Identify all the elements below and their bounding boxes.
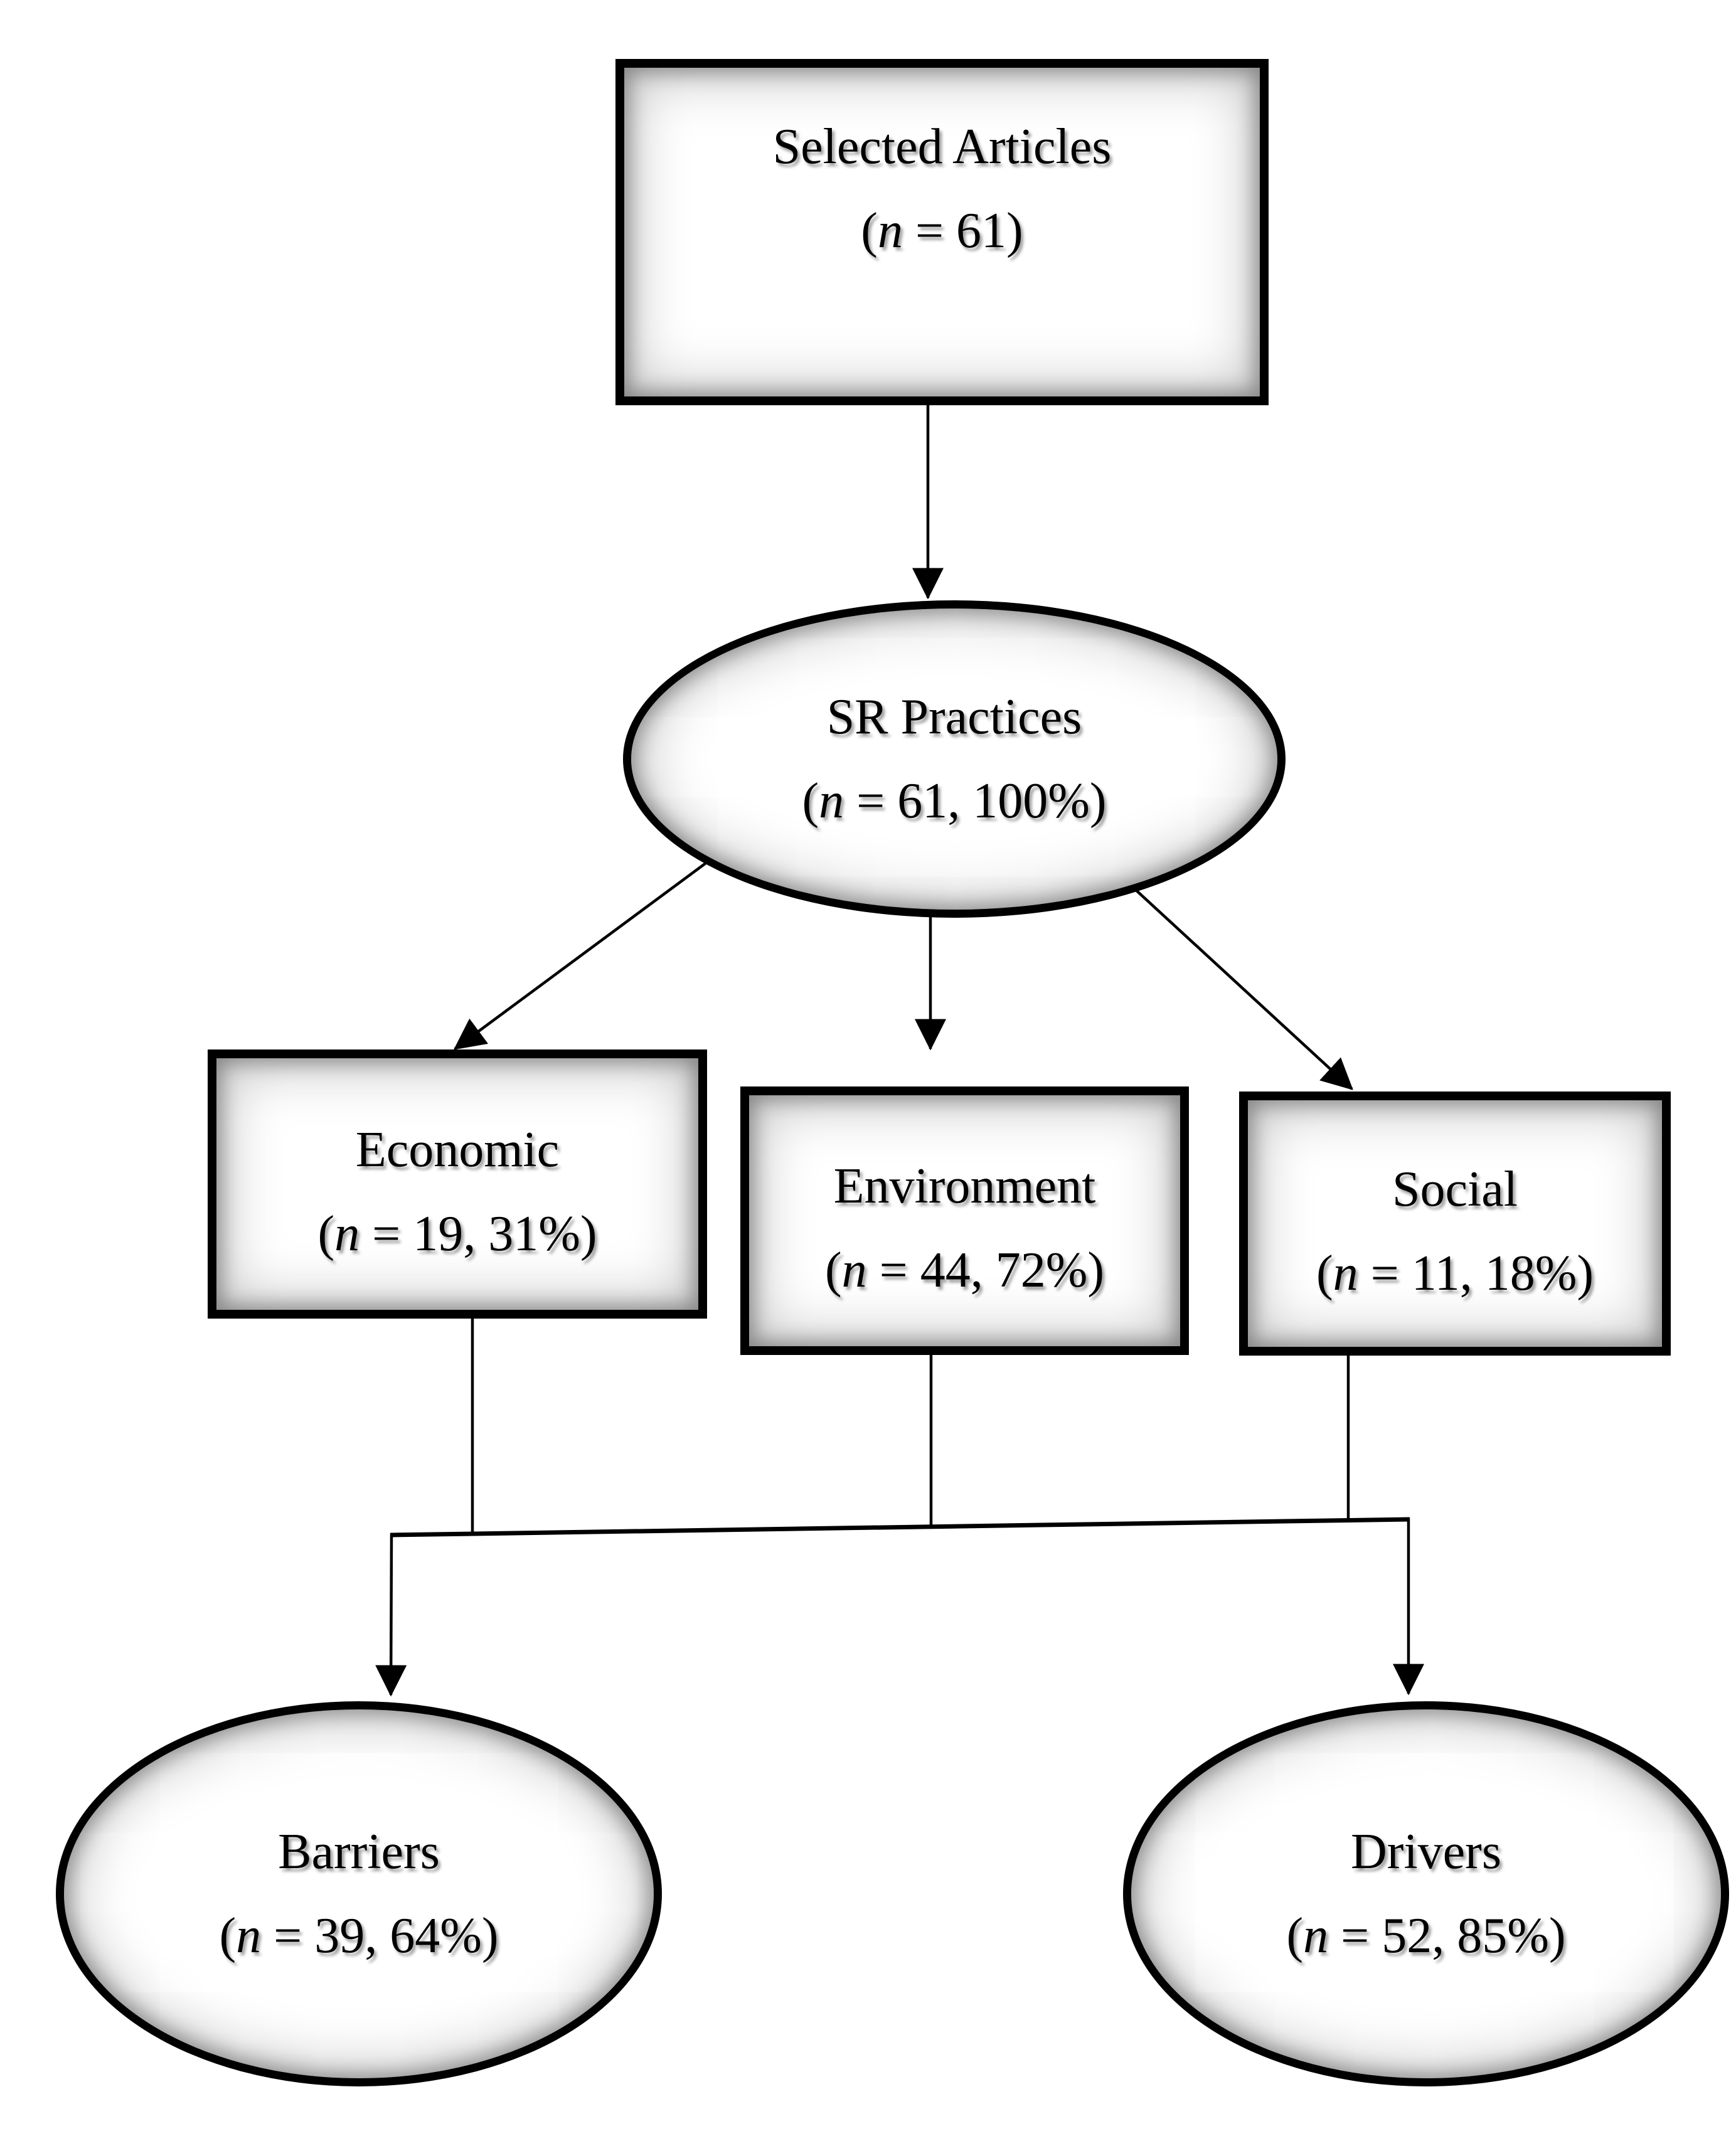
node-label: Social [1392,1161,1518,1217]
n-symbol: n [819,773,844,829]
node-count: (n = 19, 31%) [317,1206,597,1262]
node-count: (n = 61) [861,203,1023,258]
n-symbol: n [877,203,903,258]
drivers-node: Drivers (n = 52, 85%) [1123,1701,1729,2086]
environment-node: Environment (n = 44, 72%) [740,1086,1189,1355]
node-count: (n = 11, 18%) [1316,1245,1594,1301]
node-count: (n = 52, 85%) [1286,1908,1566,1963]
sr-practices-node: SR Practices (n = 61, 100%) [623,600,1286,918]
social-node: Social (n = 11, 18%) [1239,1092,1671,1356]
arrow-sr-to-social-icon [1122,877,1353,1090]
node-count: (n = 39, 64%) [219,1908,499,1963]
n-symbol: n [1333,1245,1358,1301]
node-label: Drivers [1351,1824,1501,1879]
node-count: (n = 44, 72%) [824,1243,1105,1298]
node-count: (n = 61, 100%) [802,773,1107,829]
barriers-node: Barriers (n = 39, 64%) [56,1701,662,2086]
node-label: SR Practices [826,689,1082,745]
selected-articles-node: Selected Articles (n = 61) [615,59,1269,405]
n-symbol: n [334,1206,360,1262]
n-symbol: n [1303,1908,1329,1963]
economic-node: Economic (n = 19, 31%) [208,1049,707,1319]
n-symbol: n [236,1908,262,1963]
node-label: Economic [355,1122,560,1177]
merge-connector-line [390,1517,1410,1538]
node-label: Barriers [278,1824,440,1879]
node-label: Environment [833,1159,1096,1214]
n-symbol: n [841,1243,867,1298]
arrow-sr-to-economic-icon [453,846,729,1050]
node-label: Selected Articles [772,119,1112,174]
